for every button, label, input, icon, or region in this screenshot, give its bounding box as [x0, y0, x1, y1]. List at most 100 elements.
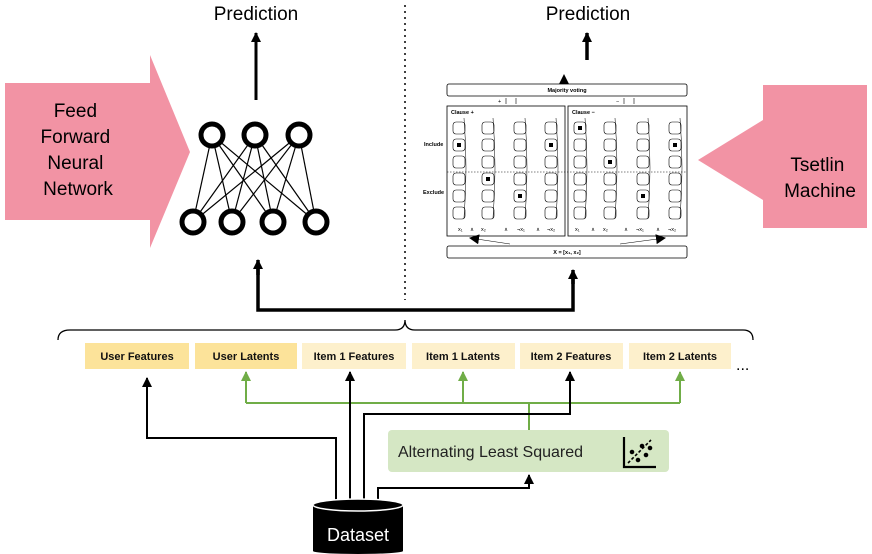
- automaton-state: [544, 121, 558, 135]
- literal-nx1-neg: ¬x₁: [636, 227, 644, 233]
- automaton-state: [603, 172, 617, 186]
- dataset-label: Dataset: [327, 525, 389, 545]
- als-latent-lines: [246, 402, 680, 432]
- user-latents-box: [195, 343, 297, 369]
- automaton-state: [544, 206, 558, 220]
- automaton-state: [513, 138, 527, 152]
- neural-network-icon: [179, 121, 330, 236]
- literal-x1-neg: x₁: [575, 227, 580, 233]
- automaton-state: [603, 206, 617, 220]
- tsetlin-machine-schematic: Majority voting + − Clause + Clause − In…: [423, 74, 688, 259]
- literal-nx2-neg: ¬x₂: [668, 227, 676, 233]
- clause-positive-label: Clause +: [451, 110, 474, 116]
- prediction-left: Prediction: [214, 4, 299, 25]
- automaton-state: [668, 189, 682, 203]
- ffnn-label-arrow: [5, 55, 190, 248]
- and-2: ∧: [504, 227, 508, 233]
- literal-x2-pos: x₂: [481, 227, 486, 233]
- minus-label: −: [616, 99, 619, 105]
- automata-columns: [452, 117, 683, 220]
- automaton-state: [573, 172, 587, 186]
- item1-latents-label: Item 1 Latents: [426, 351, 500, 363]
- automaton-transition: [524, 117, 528, 219]
- more-ellipsis: ...: [736, 357, 749, 374]
- automaton-current-state: [486, 177, 490, 181]
- and-4: ∧: [591, 227, 595, 233]
- als-label: Alternating Least Squared: [398, 444, 583, 461]
- automaton-state: [481, 189, 495, 203]
- feature-brace: [57, 319, 754, 341]
- automaton-current-state: [641, 194, 645, 198]
- tm-label: Tsetlin Machine: [784, 155, 856, 202]
- automaton-transition: [679, 117, 683, 219]
- automaton-state: [603, 189, 617, 203]
- automaton-state: [452, 155, 466, 169]
- automaton-state: [636, 121, 650, 135]
- user-features-box: [85, 343, 189, 369]
- automaton-state: [452, 121, 466, 135]
- automaton-state: [481, 121, 495, 135]
- literal-x2-neg: x₂: [603, 227, 608, 233]
- automaton-state: [544, 155, 558, 169]
- automaton-state: [452, 189, 466, 203]
- automaton-transition: [463, 117, 467, 219]
- als-box: [388, 430, 669, 472]
- automaton-state: [513, 206, 527, 220]
- automaton-current-state: [518, 194, 522, 198]
- item1-features-box: [302, 343, 406, 369]
- automaton-state: [513, 155, 527, 169]
- automaton-current-state: [457, 143, 461, 147]
- trend-chart-icon: [622, 437, 656, 469]
- and-1: ∧: [470, 227, 474, 233]
- literal-nx1-pos: ¬x₁: [517, 227, 525, 233]
- automaton-state: [636, 138, 650, 152]
- automaton-state: [636, 155, 650, 169]
- plus-label: +: [498, 99, 501, 105]
- item2-latents-label: Item 2 Latents: [643, 351, 717, 363]
- automaton-state: [544, 189, 558, 203]
- literal-nx2-pos: ¬x₂: [547, 227, 555, 233]
- item2-features-label: Item 2 Features: [531, 351, 612, 363]
- input-label: X = [x₁, x₂]: [553, 250, 581, 256]
- automaton-transition: [492, 117, 496, 219]
- automaton-state: [668, 121, 682, 135]
- item2-latents-box: [629, 343, 731, 369]
- ffnn-label: Feed Forward Neural Network: [41, 101, 116, 200]
- and-3: ∧: [536, 227, 540, 233]
- user-latents-label: User Latents: [213, 351, 280, 363]
- exclude-label: Exclude: [423, 190, 444, 196]
- automaton-state: [573, 155, 587, 169]
- dataset-to-item2-features: [363, 371, 575, 500]
- automaton-state: [603, 121, 617, 135]
- automaton-current-state: [578, 126, 582, 130]
- automaton-state: [481, 206, 495, 220]
- connector-to-models: [256, 266, 575, 312]
- automaton-state: [481, 155, 495, 169]
- automaton-transition: [555, 117, 559, 219]
- include-label: Include: [424, 142, 443, 148]
- and-5: ∧: [624, 227, 628, 233]
- literal-x1-pos: x₁: [458, 227, 463, 233]
- automaton-state: [452, 206, 466, 220]
- automaton-state: [481, 138, 495, 152]
- automaton-state: [513, 121, 527, 135]
- clause-negative-panel: [567, 105, 688, 237]
- automaton-state: [668, 155, 682, 169]
- automaton-state: [573, 206, 587, 220]
- input-box: [446, 245, 688, 259]
- user-features-label: User Features: [100, 351, 173, 363]
- automaton-state: [573, 189, 587, 203]
- automaton-state: [668, 172, 682, 186]
- automaton-state: [636, 172, 650, 186]
- automaton-state: [513, 172, 527, 186]
- automaton-transition: [647, 117, 651, 219]
- automaton-state: [668, 206, 682, 220]
- automaton-transition: [584, 117, 588, 219]
- automaton-current-state: [608, 160, 612, 164]
- automaton-state: [636, 206, 650, 220]
- prediction-right: Prediction: [546, 4, 631, 25]
- automaton-current-state: [549, 143, 553, 147]
- automaton-current-state: [673, 143, 677, 147]
- dataset-to-user-features: [142, 377, 337, 500]
